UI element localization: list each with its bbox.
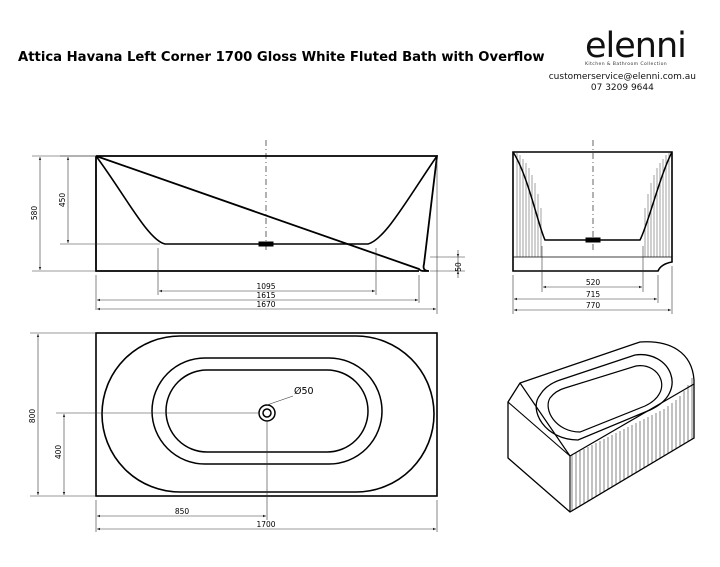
side-depth-label: 450 [58, 193, 67, 208]
side-inner-basin [95, 155, 438, 245]
end-dimensions [512, 246, 673, 314]
end-rim-width-label: 715 [586, 290, 601, 299]
side-elevation-view [95, 140, 439, 272]
contact-block: customerservice@elenni.com.au 07 3209 96… [549, 72, 696, 94]
end-floor-width-label: 520 [586, 278, 601, 287]
plan-dimension-labels: Ø50 800 400 850 1700 [28, 386, 314, 529]
brand-logo: elenni Kitchen & Bathroom Collection [585, 26, 687, 67]
end-bath-outline [512, 151, 673, 272]
side-dimensions [32, 155, 465, 314]
end-overall-width-label: 770 [586, 301, 601, 310]
plan-dimensions [30, 332, 438, 532]
plan-waste-diameter-label: Ø50 [294, 386, 314, 397]
waste-leader-line [266, 395, 294, 406]
plan-waste-offset-length-label: 850 [175, 507, 190, 516]
side-floor-length-label: 1095 [256, 282, 275, 291]
side-rim-length-label: 1615 [256, 291, 275, 300]
iso-body-outline [507, 341, 695, 513]
plan-waste-offset-width-label: 400 [54, 445, 63, 460]
end-dimension-labels: 520 715 770 [586, 278, 601, 310]
side-waste-mark [258, 241, 274, 247]
plan-view [95, 332, 438, 497]
end-waste-mark [585, 237, 601, 243]
end-elevation-view [512, 140, 673, 272]
iso-rim-top [519, 382, 695, 457]
iso-flutes [571, 378, 693, 512]
iso-basin-inner [547, 365, 663, 433]
plan-outer-rectangle [95, 332, 438, 497]
contact-phone[interactable]: 07 3209 9644 [590, 83, 654, 93]
plan-waste-outer [258, 404, 276, 422]
plan-overall-length-label: 1700 [256, 520, 275, 529]
iso-basin-outer [535, 354, 673, 441]
side-overall-length-label: 1670 [256, 300, 275, 309]
isometric-view [507, 341, 695, 513]
plan-waste-inner [262, 408, 272, 418]
side-step-label: 50 [454, 262, 463, 272]
side-dimension-labels: 580 450 50 1095 1615 1670 [30, 193, 463, 309]
side-height-label: 580 [30, 206, 39, 221]
side-bath-outline [95, 155, 439, 272]
iso-corner-edge [507, 401, 571, 457]
page-title: Attica Havana Left Corner 1700 Gloss Whi… [18, 50, 545, 65]
plan-overall-width-label: 800 [28, 409, 37, 424]
logo-wordmark: elenni [585, 26, 687, 66]
logo-tagline: Kitchen & Bathroom Collection [585, 62, 668, 67]
plan-rim-outline [101, 335, 435, 493]
contact-email[interactable]: customerservice@elenni.com.au [548, 72, 696, 82]
